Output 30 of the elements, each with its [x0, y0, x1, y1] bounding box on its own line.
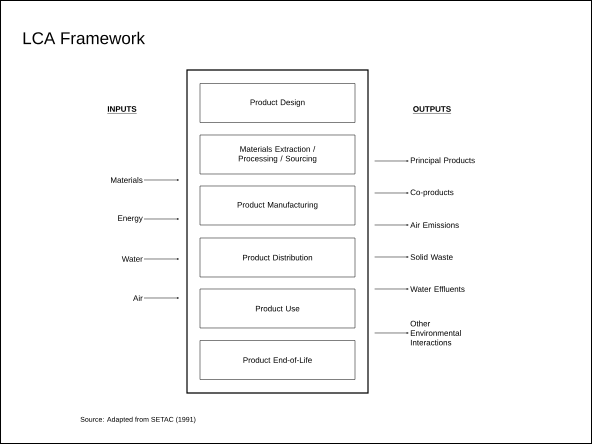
- stage-box: Product Use: [200, 288, 356, 328]
- output-label: Co-products: [410, 189, 454, 197]
- arrow: [374, 160, 409, 162]
- stage-box: Product Design: [200, 83, 356, 123]
- input-label: Air: [133, 295, 143, 301]
- column-heading: INPUTS: [107, 106, 137, 114]
- output-label: Solid Waste: [410, 254, 453, 260]
- stage-box: Product Manufacturing: [200, 186, 356, 226]
- arrow: [144, 258, 179, 260]
- stage-box: Product Distribution: [200, 238, 356, 278]
- arrow: [144, 218, 179, 220]
- arrow: [144, 179, 179, 181]
- stage-box: Product End-of-Life: [200, 340, 356, 380]
- column-heading: OUTPUTS: [412, 106, 452, 114]
- stage-box: Materials Extraction / Processing / Sourcing: [200, 134, 356, 174]
- arrow: [374, 256, 409, 258]
- arrow: [374, 192, 409, 194]
- arrow: [374, 332, 409, 334]
- arrow: [374, 224, 409, 226]
- output-label: Water Effluents: [410, 286, 465, 292]
- input-label: Water: [122, 256, 143, 262]
- input-label: Energy: [118, 215, 143, 223]
- input-label: Materials: [111, 177, 143, 183]
- arrow: [374, 288, 409, 290]
- output-label: Other Environmental Interactions: [410, 320, 461, 346]
- arrow: [144, 297, 179, 299]
- slide-title: LCA Framework: [24, 32, 145, 44]
- output-label: Principal Products: [410, 157, 475, 165]
- output-label: Air Emissions: [410, 222, 459, 228]
- lifecycle-frame: [186, 69, 369, 394]
